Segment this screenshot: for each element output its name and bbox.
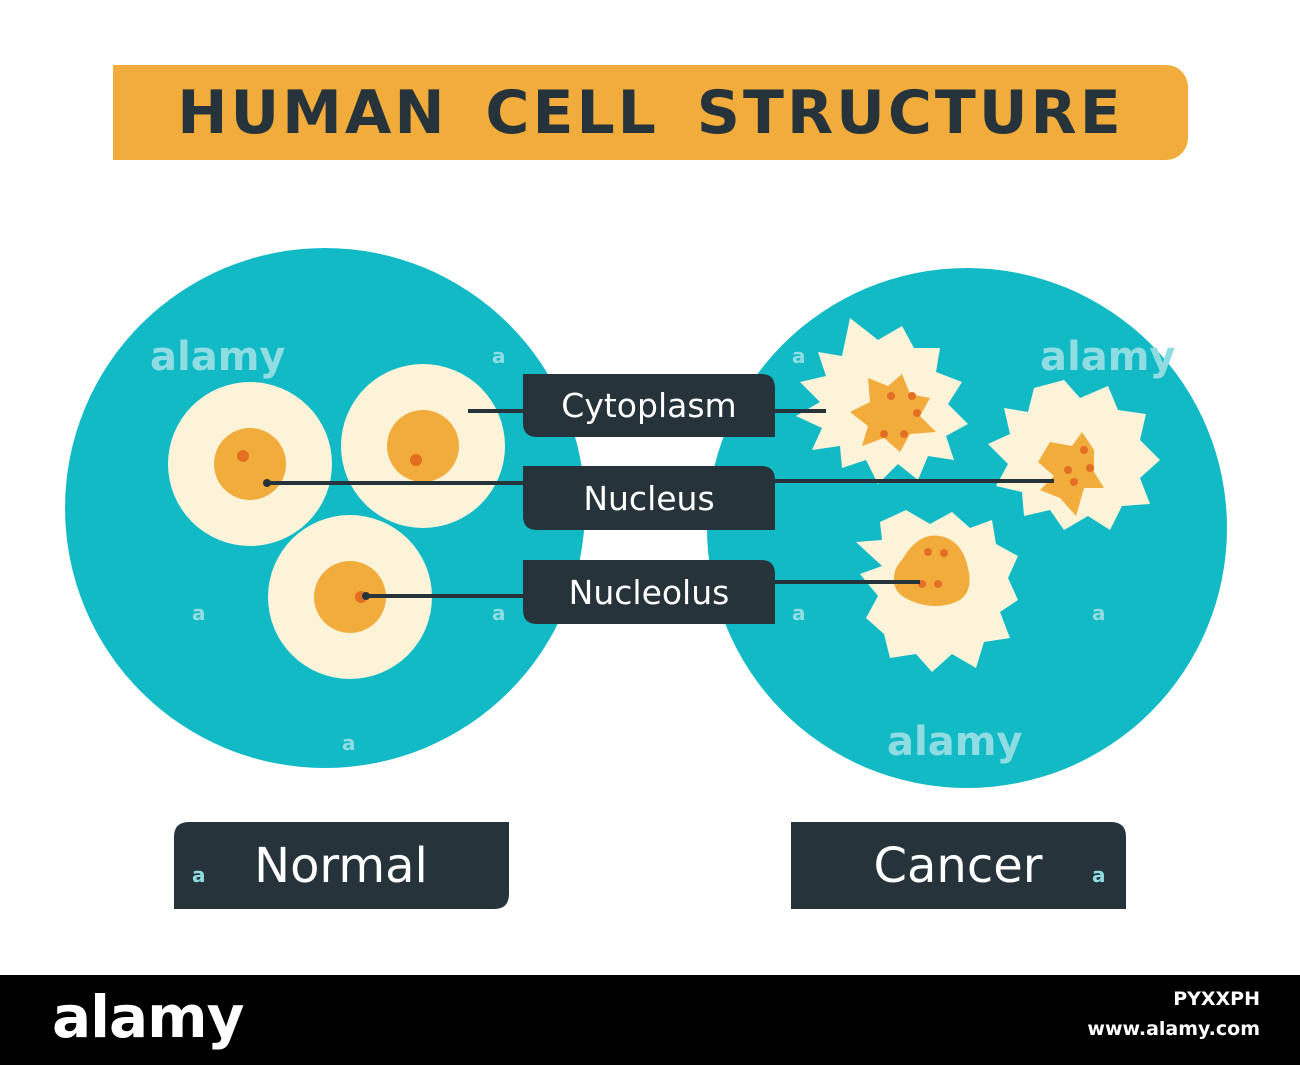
nucleus — [214, 428, 286, 500]
nucleolus — [900, 430, 908, 438]
watermark-overlay: alamy alamy alamy a a a a a a a — [150, 334, 1175, 765]
page-title: HUMAN CELL STRUCTURE — [177, 77, 1124, 148]
nucleolus — [237, 450, 249, 462]
label-nucleus-text: Nucleus — [583, 479, 714, 518]
leader-dot — [362, 592, 370, 600]
nucleus — [893, 535, 970, 606]
label-nucleus: Nucleus — [523, 466, 775, 530]
watermark-mark: a — [192, 863, 206, 887]
cancer-cell — [796, 318, 968, 484]
normal-cells-circle — [65, 248, 585, 768]
caption-normal-text: Normal — [254, 838, 428, 894]
leader-lines — [267, 409, 1054, 598]
watermark-brand: alamy — [150, 334, 285, 380]
watermark-brand: alamy — [1040, 334, 1175, 380]
normal-cell — [341, 364, 505, 528]
watermark-mark: a — [492, 601, 506, 625]
watermark-mark: a — [492, 344, 506, 368]
caption-cancer: Cancer a — [791, 822, 1126, 909]
nucleolus — [924, 548, 932, 556]
watermark-mark: a — [1092, 863, 1106, 887]
title-banner: HUMAN CELL STRUCTURE — [113, 65, 1188, 160]
nucleus — [850, 374, 936, 452]
caption-normal: Normal a — [174, 822, 509, 909]
nucleolus — [1080, 446, 1088, 454]
cancer-cell — [856, 510, 1018, 672]
label-cytoplasm: Cytoplasm — [523, 374, 775, 437]
site-url: www.alamy.com — [1087, 1018, 1260, 1040]
watermark-brand: alamy — [887, 719, 1022, 765]
diagram-stage: HUMAN CELL STRUCTURE alamy alamy alamy a… — [65, 65, 1227, 909]
nucleolus — [913, 409, 921, 417]
nucleolus — [410, 454, 422, 466]
nucleolus — [908, 392, 916, 400]
label-nucleolus: Nucleolus — [523, 560, 775, 624]
nucleolus — [887, 392, 895, 400]
nucleolus — [1070, 478, 1078, 486]
cancer-cell — [988, 380, 1160, 530]
nucleus — [1038, 432, 1104, 516]
nucleus — [314, 561, 386, 633]
caption-cancer-text: Cancer — [873, 838, 1042, 894]
nucleolus — [1086, 464, 1094, 472]
nucleolus — [940, 549, 948, 557]
watermark-mark: a — [792, 344, 806, 368]
nucleolus — [1064, 466, 1072, 474]
leader-dot — [263, 479, 271, 487]
watermark-mark: a — [792, 601, 806, 625]
normal-cell — [168, 382, 332, 546]
image-id: PYXXPH — [1173, 988, 1260, 1010]
label-nucleolus-text: Nucleolus — [569, 573, 730, 612]
normal-cell — [268, 515, 432, 679]
cell-diagram: alamy alamy alamy a a a a a a a — [65, 248, 1227, 909]
label-cytoplasm-text: Cytoplasm — [561, 386, 736, 425]
nucleolus — [880, 430, 888, 438]
watermark-mark: a — [342, 731, 356, 755]
watermark-bar: alamy PYXXPH www.alamy.com — [0, 975, 1300, 1065]
watermark-mark: a — [192, 601, 206, 625]
watermark-mark: a — [1092, 601, 1106, 625]
nucleus — [387, 410, 459, 482]
nucleolus — [934, 580, 942, 588]
brand-logo: alamy — [52, 983, 244, 1051]
